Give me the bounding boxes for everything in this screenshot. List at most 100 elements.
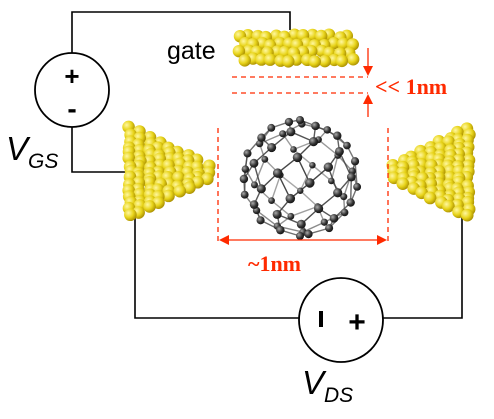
- gold-atom: [460, 208, 474, 222]
- gold-atom: [263, 53, 277, 66]
- wire-gate-loop: [71, 11, 291, 55]
- carbon-bond: [354, 161, 358, 187]
- carbon-atom: [279, 130, 287, 138]
- carbon-atom: [343, 141, 351, 150]
- gold-cluster-icon: [386, 122, 476, 222]
- width-dimension: [217, 128, 389, 245]
- carbon-atom: [241, 165, 250, 173]
- vgs-label: VGS: [6, 130, 58, 173]
- carbon-atom: [329, 213, 339, 223]
- gold-atom: [423, 191, 437, 205]
- vds-minus-sign: [319, 311, 323, 327]
- gold-atom: [327, 37, 341, 50]
- carbon-bond: [256, 209, 278, 227]
- carbon-bond: [271, 200, 292, 217]
- carbon-atom: [333, 131, 342, 140]
- c60-fullerene-icon: [239, 116, 362, 240]
- carbon-bond: [259, 133, 283, 145]
- carbon-atom: [267, 123, 276, 132]
- carbon-atom: [292, 152, 303, 163]
- carbon-atom: [267, 142, 277, 153]
- carbon-atom: [296, 219, 306, 229]
- carbon-bond: [253, 159, 266, 186]
- carbon-bond: [279, 174, 301, 192]
- carbon-atom: [311, 121, 320, 131]
- carbon-atom: [340, 193, 348, 201]
- carbon-bond: [293, 148, 313, 166]
- vds-plus-sign: +: [348, 306, 366, 339]
- carbon-atom: [346, 172, 356, 182]
- carbon-atom: [296, 116, 304, 124]
- carbon-atom: [272, 209, 282, 219]
- wire-vgs-to-left-electrode: [71, 125, 125, 173]
- gold-atom: [308, 55, 321, 68]
- carbon-atom: [261, 155, 269, 163]
- gold-atom: [396, 177, 410, 190]
- carbon-atom: [328, 177, 335, 185]
- gold-atom: [232, 44, 246, 58]
- gold-atom: [442, 199, 455, 213]
- vgs-minus-sign: -: [67, 93, 76, 124]
- gold-cluster-icon: [232, 28, 360, 68]
- gold-cluster-icon: [122, 120, 216, 222]
- carbon-bond: [299, 164, 314, 192]
- carbon-atom: [346, 198, 355, 207]
- carbon-atom: [350, 157, 360, 166]
- gold-atom: [255, 53, 268, 66]
- gold-atom: [173, 184, 187, 198]
- carbon-atom: [249, 158, 259, 168]
- carbon-atom: [304, 229, 313, 239]
- vgs-source: + -: [34, 52, 110, 128]
- carbon-atom: [333, 188, 343, 198]
- carbon-atom: [320, 218, 328, 226]
- voltage-source-icon: [298, 277, 384, 363]
- carbon-atom: [297, 187, 304, 194]
- carbon-atom: [276, 225, 285, 235]
- carbon-atom: [256, 216, 265, 225]
- width-label: ~1nm: [248, 251, 301, 276]
- carbon-atom: [287, 212, 295, 220]
- gold-atom: [282, 55, 295, 68]
- carbon-atom: [353, 182, 362, 191]
- gold-atom: [318, 54, 332, 68]
- vds-source: +: [298, 277, 384, 363]
- carbon-atom: [290, 146, 297, 153]
- carbon-atom: [250, 181, 258, 189]
- carbon-bond: [270, 174, 282, 201]
- circuit-wires: [71, 11, 463, 319]
- carbon-bond: [299, 190, 319, 208]
- gold-atom: [124, 208, 137, 222]
- gold-atom: [183, 181, 196, 194]
- gold-atom: [143, 200, 156, 213]
- carbon-atom: [323, 126, 332, 134]
- gold-atom: [335, 54, 349, 68]
- gold-atom: [337, 37, 350, 50]
- carbon-atom: [284, 117, 294, 127]
- gold-atom: [201, 172, 214, 186]
- carbon-atom: [308, 137, 319, 147]
- gold-atom: [162, 189, 175, 203]
- carbon-atom: [334, 146, 344, 156]
- vgs-plus-sign: +: [64, 61, 79, 91]
- carbon-atom: [325, 224, 334, 233]
- gate-label: gate: [167, 37, 216, 65]
- carbon-atom: [243, 149, 252, 158]
- carbon-atom: [257, 133, 266, 142]
- carbon-atom: [272, 168, 283, 178]
- carbon-atom: [323, 162, 334, 172]
- voltage-source-icon: [34, 52, 110, 128]
- vds-label: VDS: [302, 364, 353, 407]
- wire-vds-to-right-electrode: [383, 208, 463, 319]
- wire-left-electrode-to-vds: [134, 205, 299, 319]
- carbon-atom: [249, 200, 259, 209]
- gap-label: << 1nm: [375, 74, 447, 99]
- carbon-bond: [318, 139, 339, 156]
- carbon-atom: [296, 232, 304, 240]
- carbon-atom: [268, 197, 275, 204]
- gold-atom: [238, 54, 251, 67]
- carbon-bond: [290, 205, 318, 217]
- carbon-atom: [240, 190, 249, 199]
- carbon-atom: [239, 174, 249, 184]
- carbon-atom: [305, 178, 315, 188]
